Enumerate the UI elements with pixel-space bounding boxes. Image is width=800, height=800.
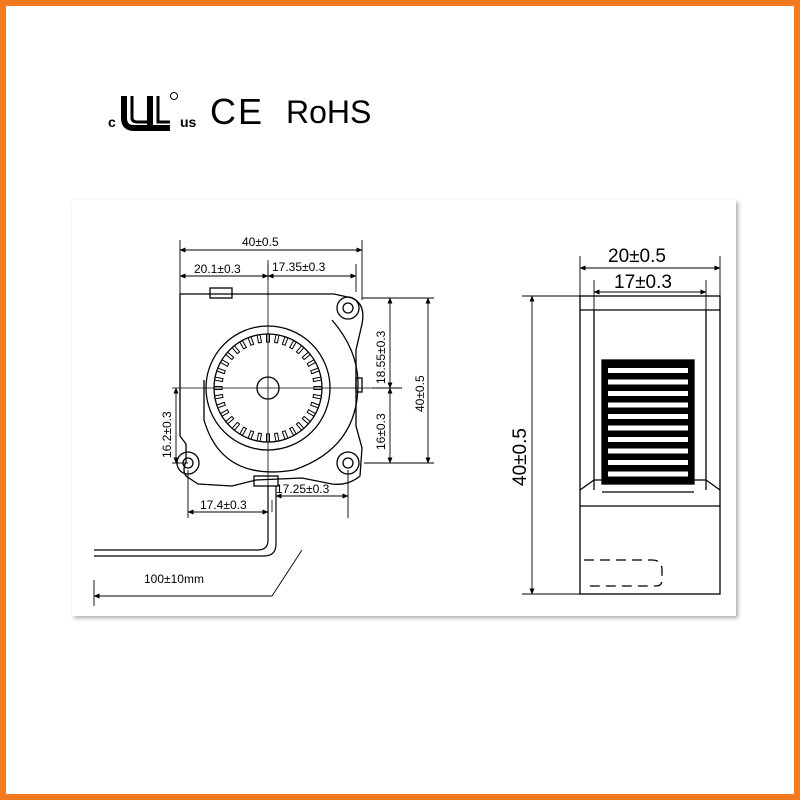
impeller-blade — [295, 344, 305, 355]
connector-outline — [584, 559, 663, 587]
technical-drawing-panel: 40±0.5 20.1±0.3 17.35±0.3 18.55±0.3 40±0… — [72, 200, 736, 616]
impeller-blade — [310, 401, 320, 409]
impeller-blade — [219, 409, 230, 417]
impeller-blade — [224, 351, 235, 361]
dim-bottom-left: 17.4±0.3 — [200, 498, 247, 512]
impeller-blade — [239, 426, 247, 437]
dim-width-left: 20.1±0.3 — [194, 262, 241, 276]
side-view — [579, 295, 721, 595]
impeller-blade — [306, 409, 317, 417]
impeller-blade — [247, 336, 255, 346]
certification-marks: c us CE RoHS — [104, 88, 371, 136]
grille-slot — [608, 460, 688, 465]
impeller-blade — [289, 426, 297, 437]
impeller-blade — [239, 339, 247, 350]
volute-outline — [203, 319, 359, 473]
impeller-blade — [231, 344, 241, 355]
impeller-blade — [256, 333, 263, 344]
impeller-blade — [273, 333, 280, 344]
dim-side-height: 40±0.5 — [510, 428, 531, 486]
impeller-blade — [281, 336, 289, 346]
impeller-blade — [213, 376, 224, 383]
ul-listed-logo: c us — [104, 88, 204, 136]
dim-depth-inner: 17±0.3 — [614, 272, 672, 293]
grille-slot — [608, 391, 688, 396]
grille-slot — [608, 402, 688, 408]
impeller-blade — [224, 415, 235, 425]
rohs-mark: RoHS — [286, 93, 372, 130]
dim-height-left: 16.2±0.3 — [160, 411, 174, 458]
impeller-blade — [216, 401, 226, 409]
grille-slot — [608, 379, 688, 385]
impeller-blade — [301, 415, 312, 425]
side-housing — [579, 295, 721, 595]
impeller-blade — [312, 376, 323, 383]
dim-bottom-right: 17.25±0.3 — [276, 482, 330, 496]
impeller-blade — [213, 393, 224, 400]
dim-height-lower: 16±0.3 — [374, 413, 388, 450]
impeller-blade — [247, 430, 255, 440]
outlet-grille — [601, 359, 695, 485]
front-view — [94, 260, 372, 557]
top-tab — [209, 287, 233, 299]
ul-c-label: c — [108, 114, 116, 130]
ce-mark: CE — [210, 91, 265, 132]
grille-slot — [608, 437, 688, 442]
impeller-blade — [273, 432, 280, 443]
grille-slot — [608, 414, 688, 419]
side-dimensions — [522, 256, 721, 595]
dim-height-total: 40±0.5 — [413, 375, 427, 412]
dim-height-upper: 18.55±0.3 — [374, 330, 388, 384]
dim-width-right: 17.35±0.3 — [272, 260, 326, 274]
grille-slot — [608, 368, 688, 373]
housing-outline — [179, 293, 364, 487]
impeller-blade — [289, 339, 297, 350]
cable — [94, 486, 269, 551]
impeller-blade — [231, 421, 241, 432]
mount-hole-top-right — [336, 296, 360, 320]
technical-drawing: 40±0.5 20.1±0.3 17.35±0.3 18.55±0.3 40±0… — [93, 235, 721, 606]
impeller-blade — [281, 430, 289, 440]
impeller-blade — [310, 367, 320, 375]
impeller-blade — [301, 351, 312, 361]
grille-slot — [608, 448, 688, 454]
impeller-blade — [306, 359, 317, 367]
impeller-blade — [256, 432, 263, 443]
grille-slot — [608, 425, 688, 431]
dim-cable-length: 100±10mm — [144, 572, 204, 586]
dim-depth-total: 20±0.5 — [608, 246, 666, 267]
impeller-blade — [219, 359, 230, 367]
impeller-blade — [312, 393, 323, 400]
front-dimensions — [93, 240, 434, 606]
impeller-blade — [295, 421, 305, 432]
ul-us-label: us — [180, 114, 197, 130]
ul-logo-icon — [121, 92, 178, 131]
dim-width-total: 40±0.5 — [242, 235, 279, 249]
grille-slot — [608, 471, 688, 477]
impeller-blade — [216, 367, 226, 375]
